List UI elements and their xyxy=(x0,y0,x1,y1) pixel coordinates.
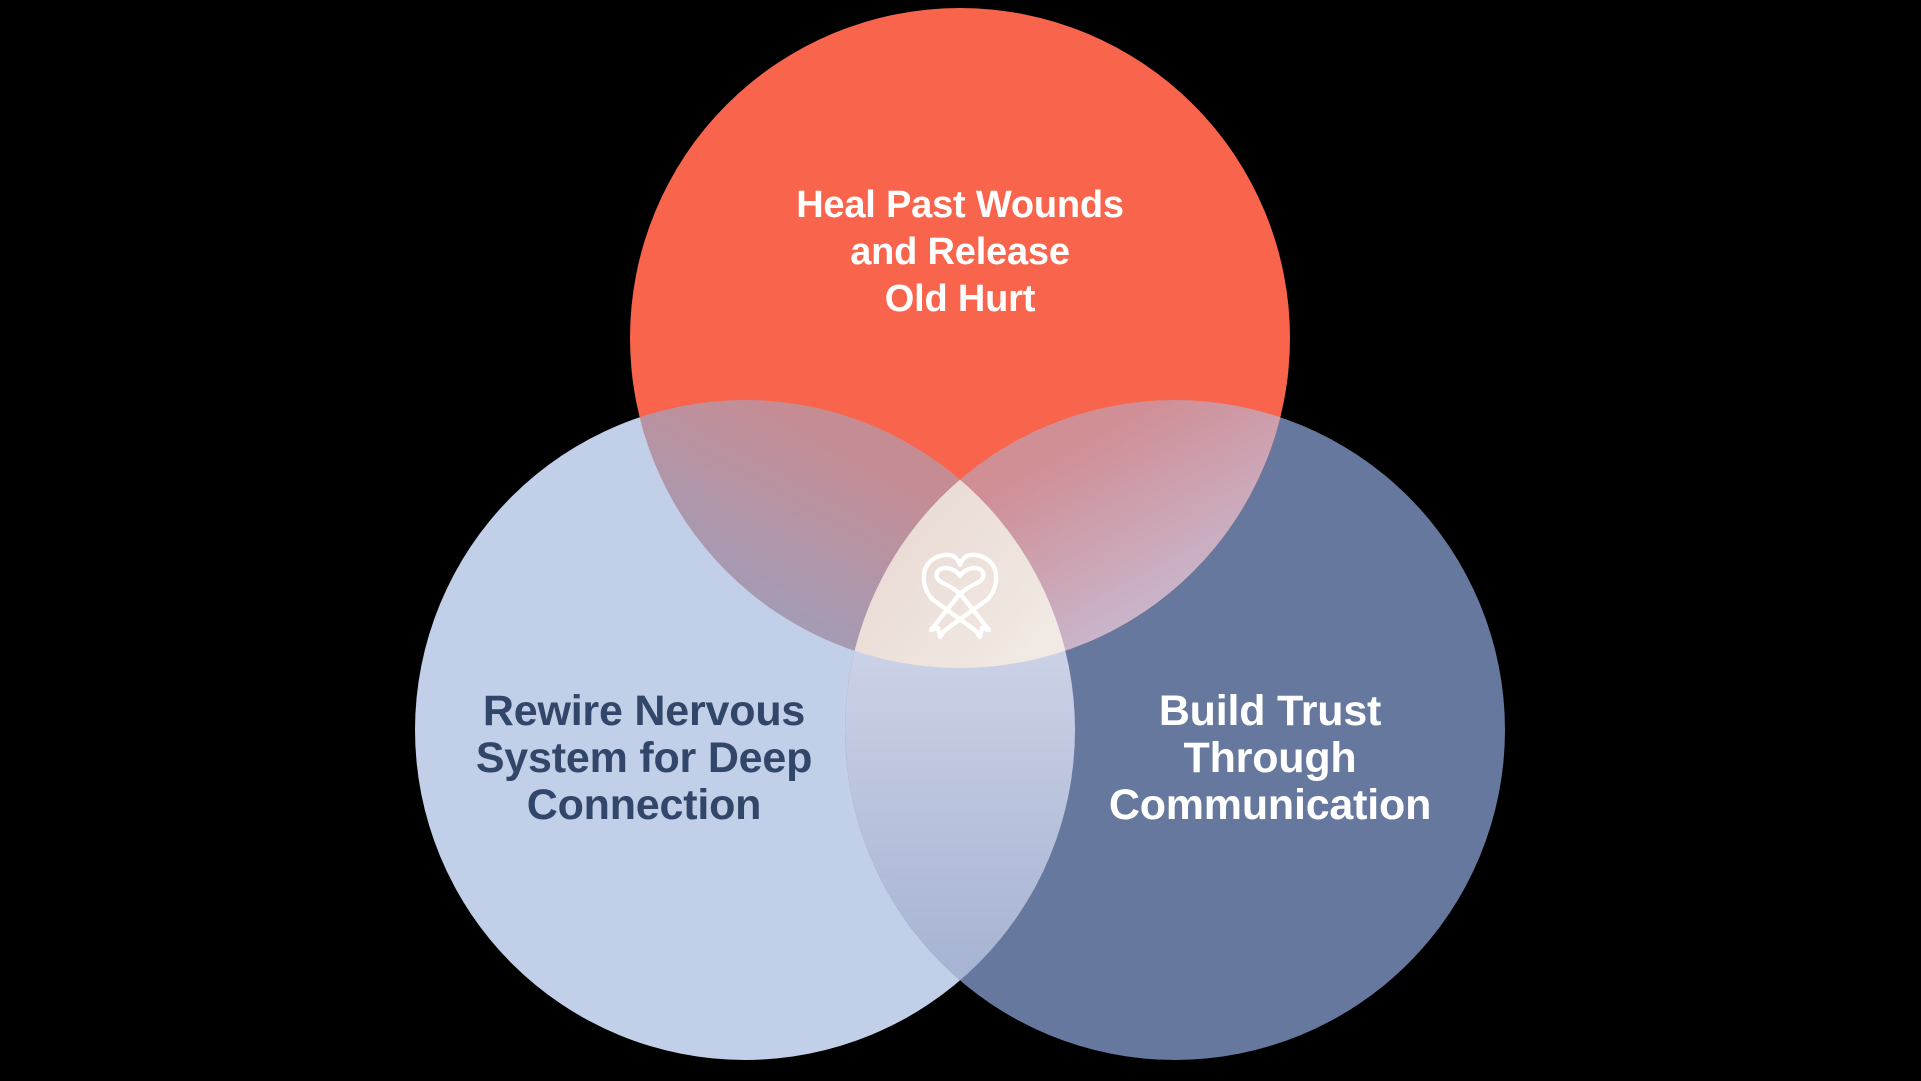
overlap-center xyxy=(845,400,1075,668)
right-circle-label: Build Trust Through Communication xyxy=(970,688,1570,829)
top-circle-label-line: Old Hurt xyxy=(884,278,1036,320)
top-circle-label-line: and Release xyxy=(850,231,1070,273)
left-circle-label-line: Rewire Nervous xyxy=(482,687,806,735)
left-circle-label-line: System for Deep xyxy=(475,734,813,782)
ribbon-band-right xyxy=(929,565,992,640)
heart-ribbon-icon xyxy=(921,552,999,640)
right-circle-label-line: Communication xyxy=(1108,781,1432,829)
heart-outline xyxy=(921,552,999,602)
top-circle-label: Heal Past Wounds and Release Old Hurt xyxy=(660,182,1260,323)
left-circle-label: Rewire Nervous System for Deep Connectio… xyxy=(344,688,944,829)
right-circle-label-line: Through xyxy=(1183,734,1357,782)
top-circle-label-line: Heal Past Wounds xyxy=(796,184,1124,226)
right-circle-label-line: Build Trust xyxy=(1158,687,1382,735)
left-circle-label-line: Connection xyxy=(526,781,762,829)
ribbon-band-left xyxy=(928,565,991,640)
